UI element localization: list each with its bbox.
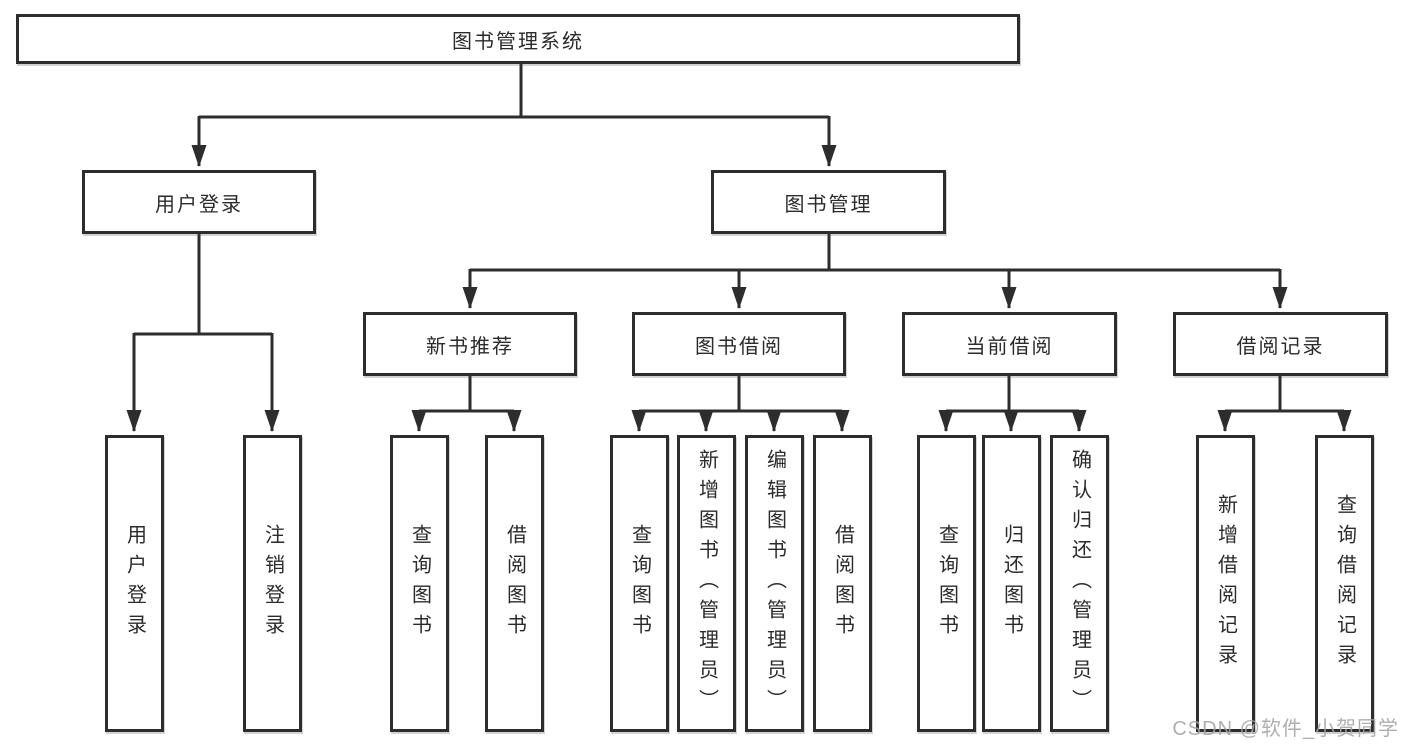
leaf-nbr-query-books: 查询图书 — [390, 435, 449, 732]
leaf-nbr-borrow-books: 借阅图书 — [485, 435, 544, 732]
leaf-cb-confirm-return: 确认归还（管理员） — [1050, 435, 1109, 732]
leaf-bb-borrow-books: 借阅图书 — [813, 435, 872, 732]
node-label: 借阅记录 — [1236, 335, 1325, 358]
connector-group — [126, 62, 1352, 432]
node-label: 归还图书 — [1000, 523, 1023, 644]
node-label: 注销登录 — [261, 523, 284, 644]
node-user-login: 用户登录 — [82, 170, 316, 234]
leaf-bb-edit-books: 编辑图书（管理员） — [745, 435, 804, 732]
node-label: 用户登录 — [155, 193, 243, 216]
node-label: 查询借阅记录 — [1333, 493, 1356, 674]
node-label: 新书推荐 — [426, 335, 514, 358]
csdn-watermark: CSDN @软件_小贺同学 — [1172, 718, 1399, 740]
node-label: 用户登录 — [123, 523, 146, 644]
node-label: 查询图书 — [935, 523, 958, 644]
node-label: 图书管理 — [784, 193, 873, 216]
node-label: 图书管理系统 — [452, 30, 584, 53]
node-label: 借阅图书 — [831, 523, 854, 644]
leaf-cb-query-books: 查询图书 — [917, 435, 976, 732]
node-book-borrowing: 图书借阅 — [632, 312, 846, 376]
leaf-bb-add-books: 新增图书（管理员） — [677, 435, 736, 732]
node-label: 编辑图书（管理员） — [763, 448, 786, 719]
leaf-cb-return-books: 归还图书 — [982, 435, 1041, 732]
node-label: 图书借阅 — [695, 335, 783, 358]
node-label: 查询图书 — [408, 523, 431, 644]
node-new-book-recommend: 新书推荐 — [363, 312, 577, 376]
leaf-bb-query-books: 查询图书 — [610, 435, 669, 732]
node-book-management: 图书管理 — [711, 170, 946, 234]
leaf-br-query-record: 查询借阅记录 — [1315, 435, 1374, 732]
node-label: 确认归还（管理员） — [1068, 448, 1091, 719]
node-borrowing-records: 借阅记录 — [1173, 312, 1388, 376]
leaf-br-add-record: 新增借阅记录 — [1196, 435, 1255, 732]
leaf-user-login: 用户登录 — [105, 435, 164, 732]
node-label: 新增图书（管理员） — [695, 448, 718, 719]
leaf-logout: 注销登录 — [243, 435, 302, 732]
node-label: 当前借阅 — [965, 335, 1054, 358]
node-label: 新增借阅记录 — [1214, 493, 1237, 674]
node-label: 查询图书 — [628, 523, 651, 644]
node-library-system: 图书管理系统 — [16, 14, 1020, 64]
node-label: 借阅图书 — [503, 523, 526, 644]
node-current-borrowing: 当前借阅 — [902, 312, 1117, 376]
